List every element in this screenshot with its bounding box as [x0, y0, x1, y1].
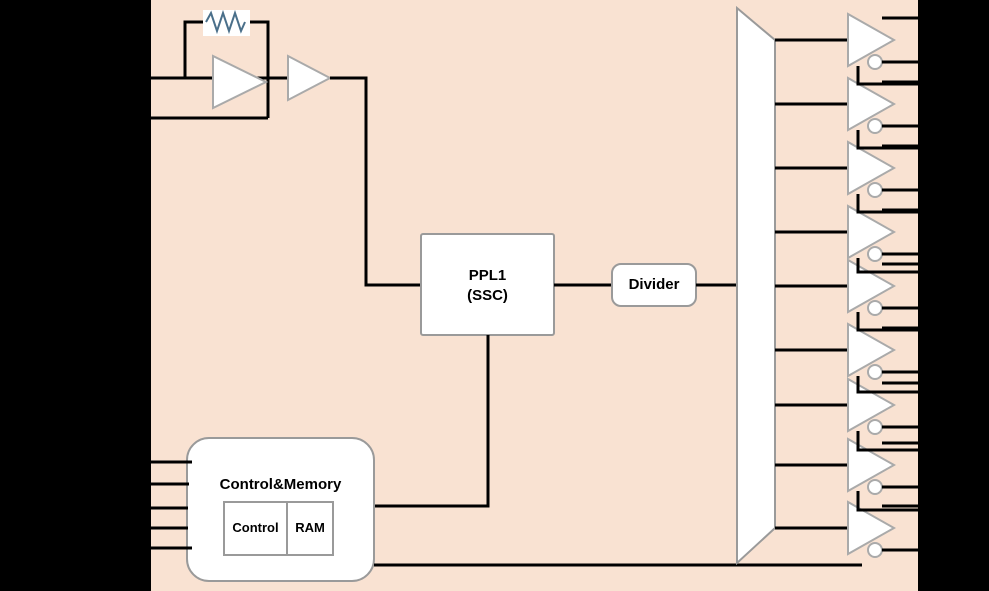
- clock-output-buffer-5[interactable]: [775, 258, 918, 316]
- buffer-bubble-connectors: [856, 66, 918, 512]
- clock-output-buffer-2[interactable]: [775, 76, 918, 134]
- clock-output-buffer-1[interactable]: [775, 12, 918, 70]
- clock-output-buffer-3[interactable]: [775, 140, 918, 198]
- buffer-6-triangle[interactable]: [847, 322, 897, 378]
- clock-output-buffer-6[interactable]: [775, 322, 918, 380]
- pll-block[interactable]: [420, 233, 555, 336]
- control-input-pins: [151, 460, 192, 550]
- buffer-8-pin-stub: [856, 491, 918, 512]
- output-buffer-bank: [775, 12, 918, 558]
- buffer-7-inverting-bubble: [867, 419, 883, 435]
- buffer-6-pin-stub: [856, 376, 918, 394]
- buffer-7-pin-stub: [856, 431, 918, 452]
- buffer-2-inverting-bubble: [867, 118, 883, 134]
- control-sub-block[interactable]: [223, 501, 288, 556]
- osc-buffer-to-pll-wire: [330, 76, 421, 287]
- buffer-9-inverting-bubble: [867, 542, 883, 558]
- clock-output-buffer-4[interactable]: [775, 204, 918, 262]
- pll-to-control-wire: [374, 335, 490, 508]
- resistor-right-wire: [249, 20, 270, 78]
- clock-output-buffer-8[interactable]: [775, 437, 918, 495]
- buffer-2-triangle[interactable]: [847, 76, 897, 132]
- buffer-3-pin-stub: [856, 194, 918, 214]
- buffer-8-inverting-bubble: [867, 479, 883, 495]
- control-memory-block-group[interactable]: [186, 437, 375, 582]
- feedback-network: [183, 9, 270, 118]
- buffer-4-inverting-bubble: [867, 246, 883, 262]
- oscillator-buffer: [266, 54, 421, 287]
- clock-output-buffer-7[interactable]: [775, 377, 918, 435]
- buffer-5-inverting-bubble: [867, 300, 883, 316]
- buffer-6-inverting-bubble: [867, 364, 883, 380]
- buffer-2-pin-stub: [856, 130, 918, 150]
- buffer-1-pin-stub: [856, 66, 918, 86]
- output-distribution-trapezoid[interactable]: [736, 5, 776, 566]
- divider-block[interactable]: [611, 263, 697, 307]
- ram-sub-block[interactable]: [286, 501, 334, 556]
- clock-output-buffer-9[interactable]: [775, 500, 918, 558]
- resistor-left-wire: [183, 20, 204, 78]
- buffer-3-inverting-bubble: [867, 182, 883, 198]
- buffer-1-triangle[interactable]: [847, 12, 897, 68]
- oscillator-amplifier-triangle: [212, 54, 269, 110]
- buffer-8-triangle[interactable]: [847, 437, 897, 493]
- buffer-1-inverting-bubble: [867, 54, 883, 70]
- oscillator-amplifier: [212, 54, 269, 110]
- buffer-4-triangle[interactable]: [847, 204, 897, 260]
- buffer-5-pin-stub: [856, 312, 918, 332]
- resistor-zigzag-icon: [205, 9, 246, 35]
- buffer-4-pin-stub: [856, 258, 918, 274]
- buffer-9-triangle[interactable]: [847, 500, 897, 556]
- buffer-3-triangle[interactable]: [847, 140, 897, 196]
- oscillator-buffer-triangle: [287, 54, 333, 102]
